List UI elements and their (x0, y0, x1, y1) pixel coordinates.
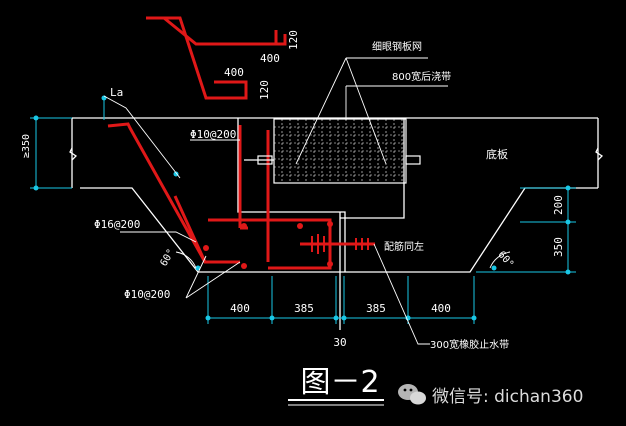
label-phi10-top: Φ10@200 (190, 128, 236, 141)
rebar-dot (203, 245, 209, 251)
rebar-diagonal-inner (173, 195, 207, 263)
label-mesh: 细眼钢板网 (372, 40, 422, 53)
dim-bottom-4: 400 (431, 302, 451, 315)
detail-bar-b-hook (262, 34, 287, 46)
detail-120-b: 120 (258, 80, 271, 100)
label-angle-right: 60° (495, 249, 515, 270)
detail-bar-a (146, 16, 248, 100)
detail-bar-b (163, 16, 278, 46)
waterstop-ribs (311, 234, 369, 254)
rebar-dot (297, 223, 303, 229)
inner-outline-left (237, 118, 346, 272)
leader-band (345, 85, 448, 120)
dimension-ticks (33, 95, 571, 321)
figure-title: 图－2 (300, 365, 379, 400)
break-mark-left (69, 147, 78, 161)
dim-bottom-ext (207, 276, 475, 324)
label-phi16: Φ16@200 (94, 218, 140, 231)
dim-center-30: 30 (333, 336, 346, 349)
mesh-grid (274, 119, 406, 183)
dim-tick (333, 315, 339, 321)
dim-tick (33, 115, 39, 121)
dimension-lines (30, 96, 576, 324)
label-floor: 底板 (486, 147, 508, 161)
dim-tick (565, 185, 571, 191)
angle-arcs (175, 251, 511, 269)
detail-400-b: 400 (224, 66, 244, 79)
label-ge350: ≥350 (21, 134, 32, 158)
label-phi10-bottom: Φ10@200 (124, 288, 170, 301)
left-pit-outline (80, 187, 345, 273)
anchor-plate-right (405, 155, 421, 165)
dim-tick (173, 171, 179, 177)
leader-phi10-bottom (185, 255, 241, 299)
label-waterstop: 300宽橡胶止水带 (430, 338, 509, 351)
rebar-dot (241, 263, 247, 269)
dim-bottom-3: 385 (366, 302, 386, 315)
steel-mesh (273, 118, 407, 184)
label-rebar-same: 配筋同左 (384, 240, 424, 253)
watermark-text: 微信号: dichan360 (432, 387, 583, 407)
leader-mesh (295, 57, 428, 165)
dim-tick (471, 315, 477, 321)
rebar-dot (241, 223, 247, 229)
title-underline (288, 399, 384, 406)
leader-lines (103, 57, 448, 345)
watermark: 微信号: dichan360 (398, 384, 583, 407)
rebar-dot (327, 261, 333, 267)
inner-outline-right (340, 118, 405, 219)
dim-tick (565, 269, 571, 275)
rebar-dot (327, 221, 333, 227)
dim-right-350: 350 (552, 237, 565, 257)
anchor-plates (244, 155, 421, 165)
leader-phi16 (120, 231, 197, 243)
dim-tick (205, 315, 211, 321)
dim-tick (33, 185, 39, 191)
angle-arc-right (489, 251, 511, 269)
dim-tick (491, 265, 497, 271)
rebar-group (107, 16, 332, 270)
dim-right-200: 200 (552, 195, 565, 215)
dim-tick (565, 219, 571, 225)
leader-la (103, 95, 181, 179)
leader-waterstop (373, 243, 430, 345)
label-angle-left: 60° (159, 247, 178, 268)
rebar-dots (203, 221, 333, 269)
detail-120-a: 120 (287, 30, 300, 50)
waterstop (300, 234, 375, 254)
angle-arc-left (175, 251, 197, 269)
detail-400-a: 400 (260, 52, 280, 65)
slab-outline (69, 117, 604, 330)
rebar-diagonal-left (107, 122, 240, 264)
dim-tick (269, 315, 275, 321)
label-band-800: 800宽后浇带 (392, 70, 451, 83)
dim-bottom-1: 400 (230, 302, 250, 315)
label-la: La (110, 86, 123, 99)
wechat-icon (398, 384, 426, 405)
dim-bottom-2: 385 (294, 302, 314, 315)
dim-tick (341, 315, 347, 321)
break-mark-right (595, 147, 604, 161)
